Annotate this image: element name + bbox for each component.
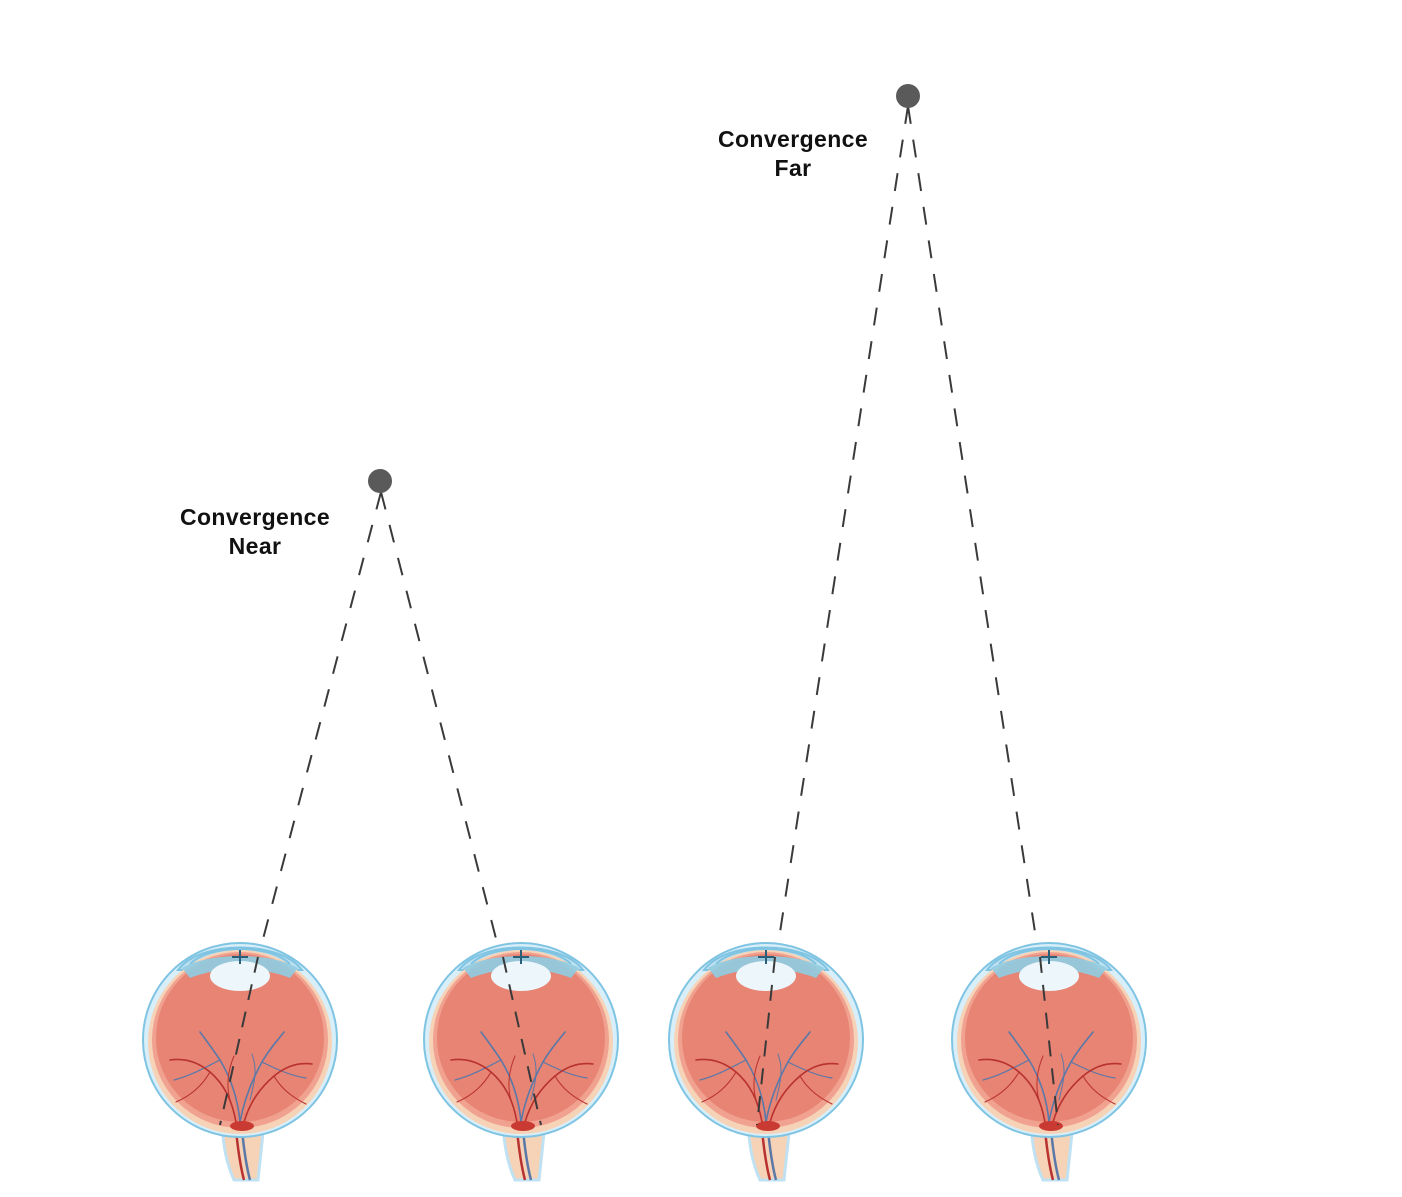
eye-near-left [141, 941, 339, 1182]
far-group [775, 84, 1040, 959]
near-group [257, 469, 502, 959]
far-left-sight-line [775, 105, 909, 959]
near-right-sight-line [380, 491, 502, 959]
near-left-sight-line [257, 491, 382, 959]
far-right-sight-line [907, 105, 1040, 959]
eye-far-right [950, 941, 1148, 1182]
far-fixation-point [896, 84, 920, 108]
eye-near-right [422, 941, 620, 1182]
near-fixation-point [368, 469, 392, 493]
eye-far-left [667, 941, 865, 1182]
